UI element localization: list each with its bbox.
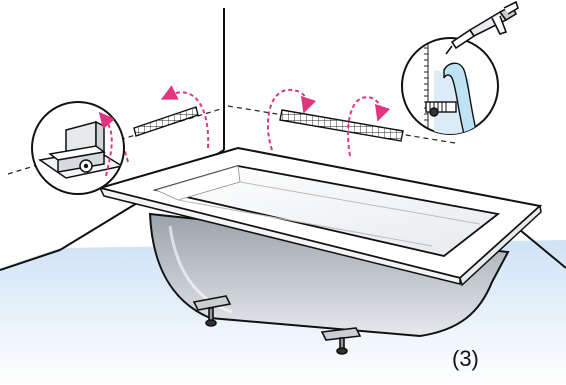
wall-strip-right	[280, 110, 403, 141]
caulking-gun-icon	[446, 2, 518, 54]
detail-circle-bracket	[32, 102, 124, 194]
step-label: (3)	[452, 346, 479, 371]
detail-circle-sealant	[402, 38, 498, 136]
wall-strip-left	[134, 107, 198, 136]
screw-icon	[80, 160, 92, 172]
